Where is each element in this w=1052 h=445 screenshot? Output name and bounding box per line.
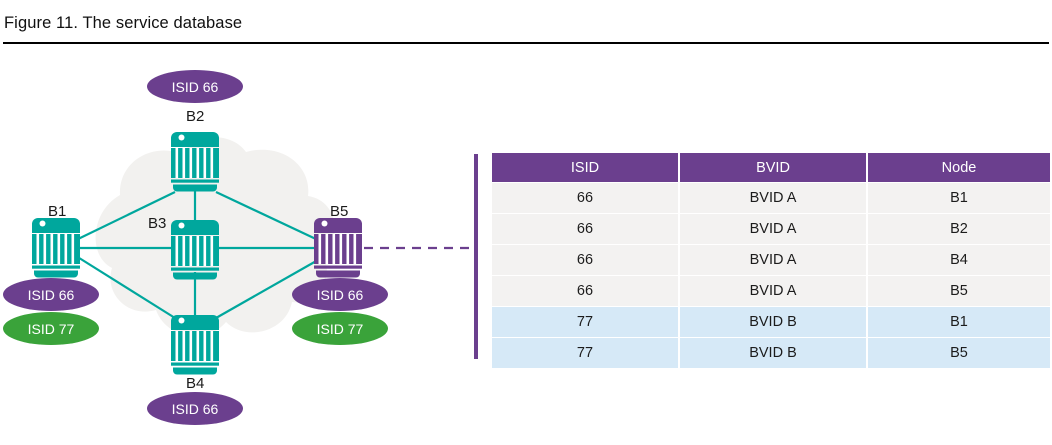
network-diagram: B1 B2 B3 B4 B5 ISID 66 ISID 66 ISID 77 I… xyxy=(0,50,470,445)
table-row[interactable]: 77 BVID B B1 xyxy=(492,307,1050,337)
link-b4-b5 xyxy=(215,259,319,319)
cell-isid: 66 xyxy=(492,214,678,244)
service-database-panel: ISID BVID Node 66 BVID A B1 66 BVID A B2… xyxy=(474,152,1050,368)
table-row[interactable]: 66 BVID A B1 xyxy=(492,183,1050,213)
node-label-b1: B1 xyxy=(48,203,67,220)
node-label-b4: B4 xyxy=(186,375,205,392)
cell-bvid: BVID A xyxy=(680,276,866,306)
service-database-table: ISID BVID Node 66 BVID A B1 66 BVID A B2… xyxy=(490,152,1052,369)
cell-node: B1 xyxy=(868,307,1050,337)
node-b4[interactable] xyxy=(171,315,219,375)
link-b1-b2 xyxy=(75,191,176,241)
column-header-node[interactable]: Node xyxy=(868,153,1050,182)
isid-pill-b4-66: ISID 66 xyxy=(147,392,243,425)
cell-bvid: BVID A xyxy=(680,183,866,213)
isid-pill-b5-77: ISID 77 xyxy=(292,312,388,345)
figure-caption: Figure 11. The service database xyxy=(4,14,243,32)
node-b5[interactable] xyxy=(314,218,362,278)
column-header-bvid[interactable]: BVID xyxy=(680,153,866,182)
network-diagram-canvas xyxy=(32,132,470,375)
isid-pill-b2-66: ISID 66 xyxy=(147,70,243,103)
table-accent-bar xyxy=(474,154,478,359)
node-label-b2: B2 xyxy=(186,108,205,125)
cell-node: B5 xyxy=(868,276,1050,306)
table-row[interactable]: 66 BVID A B4 xyxy=(492,245,1050,275)
network-links xyxy=(75,190,319,319)
cell-bvid: BVID B xyxy=(680,307,866,337)
table-row[interactable]: 66 BVID A B2 xyxy=(492,214,1050,244)
table-row[interactable]: 66 BVID A B5 xyxy=(492,276,1050,306)
caption-divider xyxy=(3,42,1049,44)
link-b1-b4 xyxy=(75,255,176,319)
cell-isid: 77 xyxy=(492,338,678,368)
link-b2-b5 xyxy=(215,191,319,241)
node-label-b3: B3 xyxy=(148,215,167,232)
table-header-row: ISID BVID Node xyxy=(492,153,1050,182)
cell-node: B1 xyxy=(868,183,1050,213)
node-b1[interactable] xyxy=(32,218,80,278)
cell-bvid: BVID A xyxy=(680,214,866,244)
cell-bvid: BVID A xyxy=(680,245,866,275)
isid-pill-b1-77: ISID 77 xyxy=(3,312,99,345)
cell-node: B5 xyxy=(868,338,1050,368)
node-b3[interactable] xyxy=(171,220,219,280)
cell-isid: 66 xyxy=(492,183,678,213)
cell-node: B4 xyxy=(868,245,1050,275)
cell-isid: 66 xyxy=(492,245,678,275)
column-header-isid[interactable]: ISID xyxy=(492,153,678,182)
cell-bvid: BVID B xyxy=(680,338,866,368)
cell-isid: 77 xyxy=(492,307,678,337)
node-label-b5: B5 xyxy=(330,203,349,220)
cell-node: B2 xyxy=(868,214,1050,244)
cell-isid: 66 xyxy=(492,276,678,306)
node-b2[interactable] xyxy=(171,132,219,192)
isid-pill-b5-66: ISID 66 xyxy=(292,278,388,311)
table-row[interactable]: 77 BVID B B5 xyxy=(492,338,1050,368)
isid-pill-b1-66: ISID 66 xyxy=(3,278,99,311)
